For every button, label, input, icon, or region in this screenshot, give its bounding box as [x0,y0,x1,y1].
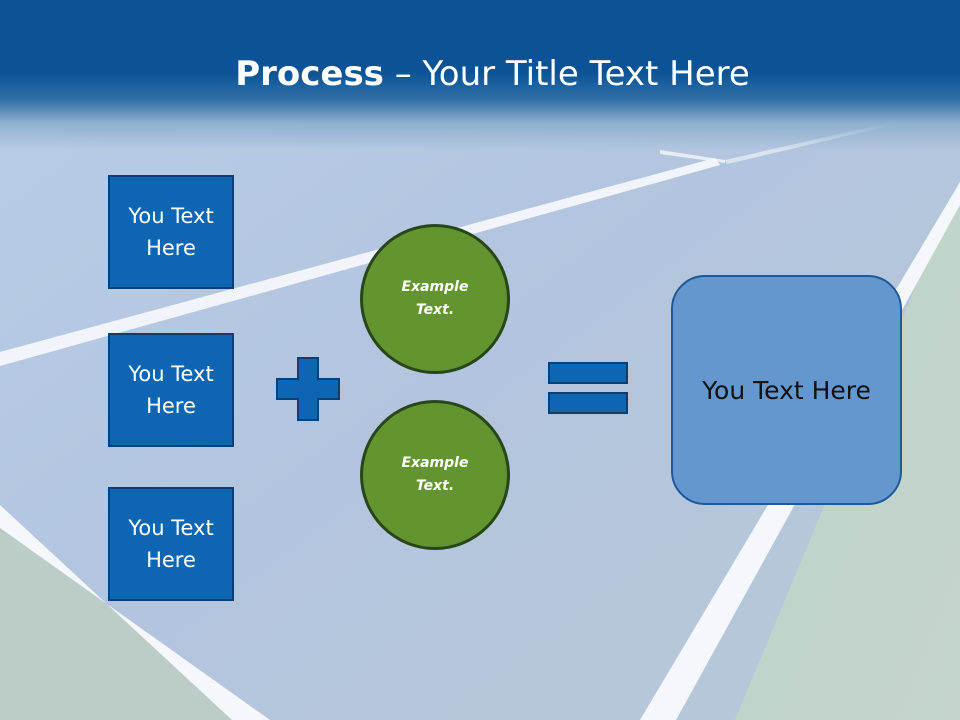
text-box-2-label: You Text Here [128,362,214,418]
plus-icon [276,357,340,421]
result-box-label: You Text Here [702,375,871,405]
header-band [0,0,960,150]
text-box-3: You Text Here [108,487,234,601]
title-bold: Process [235,54,384,94]
example-circle-1: Example Text. [360,224,510,374]
result-box: You Text Here [671,275,902,505]
equals-icon [548,362,628,414]
text-box-2: You Text Here [108,333,234,447]
text-box-1: You Text Here [108,175,234,289]
example-circle-1-label: Example Text. [401,279,469,318]
example-circle-2-label: Example Text. [401,455,469,494]
title-rest: – Your Title Text Here [383,54,750,94]
text-box-1-label: You Text Here [128,204,214,260]
text-box-3-label: You Text Here [128,516,214,572]
example-circle-2: Example Text. [360,400,510,550]
slide-title: Process – Your Title Text Here [0,48,960,100]
